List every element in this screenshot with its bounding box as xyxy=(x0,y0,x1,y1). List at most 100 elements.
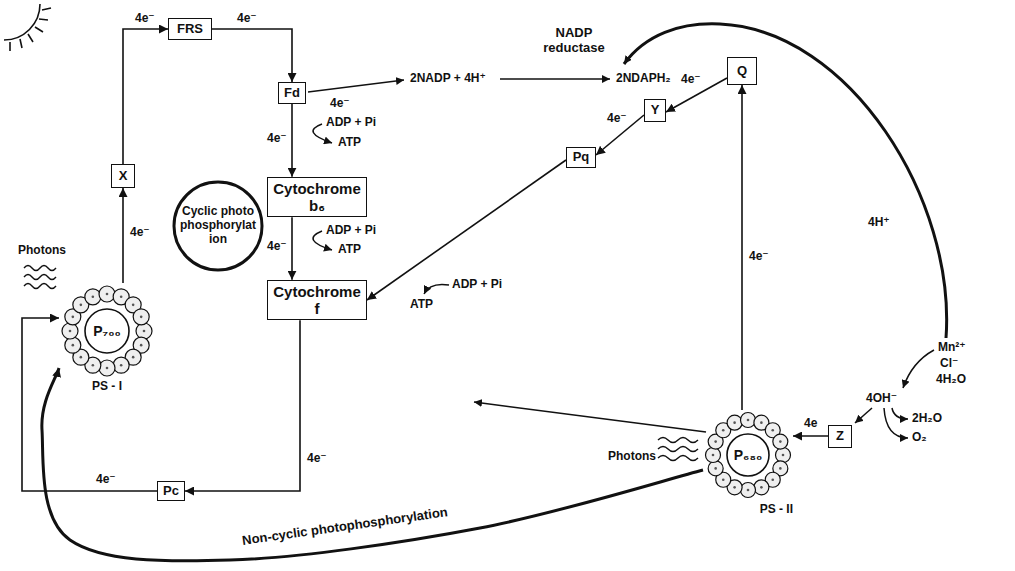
box-label: Y xyxy=(649,103,661,118)
box-label: Z xyxy=(833,429,847,444)
sun-arc xyxy=(4,4,40,40)
electron-flow-arrow xyxy=(123,29,168,164)
photosystem-circle: P₇₀₀ PS - I xyxy=(59,283,155,397)
pigment-bead xyxy=(776,448,791,463)
pigment-bead xyxy=(754,480,769,495)
carrier-box: Y xyxy=(644,99,666,122)
electron-label: 4e⁻ xyxy=(330,97,350,111)
pigment-dot xyxy=(120,296,123,299)
edge-label: 4e⁻ xyxy=(748,250,770,264)
photon-wave xyxy=(658,447,698,452)
electron-flow-arrow xyxy=(122,188,124,283)
ion-label: 4H⁺ xyxy=(868,216,890,230)
pigment-dot xyxy=(140,316,143,319)
pigment-dot xyxy=(106,367,109,370)
pigment-label: P₆₈₀ xyxy=(734,447,763,463)
edge-label: Non-cyclic photophosphorylation xyxy=(240,505,449,549)
photosystem-label: PS - I xyxy=(59,380,155,394)
product-arrow xyxy=(892,408,908,419)
pigment-dot xyxy=(722,429,725,432)
pigment-dot xyxy=(733,421,736,424)
pigment-dot xyxy=(72,316,75,319)
box-label: X xyxy=(116,169,130,184)
carrier-box: Q xyxy=(727,57,757,85)
reaction-arrow xyxy=(500,78,610,80)
pigment-dot xyxy=(132,304,135,307)
product-label: 2H₂O xyxy=(912,412,942,426)
reactant-label: ADP + Pi xyxy=(326,224,376,238)
cycle-ring xyxy=(174,182,262,270)
pigment-bead xyxy=(99,286,115,302)
pigment-dot xyxy=(760,486,763,489)
pigment-bead xyxy=(773,434,788,449)
cycle-circle: Cyclic photophosphorylation xyxy=(172,180,264,272)
ion-label: Cl⁻ xyxy=(940,357,958,371)
product-label: ATP xyxy=(338,136,361,150)
pigment-bead xyxy=(62,323,78,339)
enzyme-label: NADP reductase xyxy=(536,26,612,56)
carrier-box: FRS xyxy=(168,18,212,40)
cycle-label: Cyclic photophosphorylation xyxy=(180,205,256,246)
pigment-dot xyxy=(69,330,72,333)
pigment-dot xyxy=(747,419,750,422)
sun-icon xyxy=(4,4,51,51)
pigment-dot xyxy=(722,478,725,481)
pigment-bead xyxy=(133,309,149,325)
edge-label: 4e⁻ xyxy=(266,132,288,146)
atp-arrow xyxy=(424,284,449,294)
edge-label: 4e⁻ xyxy=(680,73,702,87)
edge-label: 4e⁻ xyxy=(129,226,151,240)
carrier-box: Pc xyxy=(157,481,185,502)
carrier-box: Fd xyxy=(278,82,306,104)
pigment-bead xyxy=(65,337,81,353)
product-label: 2NDAPH₂ xyxy=(616,72,671,86)
product-label: O₂ xyxy=(912,431,927,445)
reactant-label: ADP + Pi xyxy=(326,116,376,130)
photon-wave xyxy=(658,438,698,443)
edge-label: 4e xyxy=(803,417,818,431)
pigment-dot xyxy=(771,478,774,481)
ion-label: Mn²⁺ xyxy=(938,341,966,355)
pigment-dot xyxy=(712,454,715,457)
electron-flow-arrow xyxy=(291,104,293,177)
pigment-dot xyxy=(92,296,95,299)
flow-arrow xyxy=(474,402,706,432)
photon-wave xyxy=(24,266,56,271)
electron-arrow xyxy=(855,408,872,423)
box-label: Cytochrome f xyxy=(272,283,362,318)
pigment-bead xyxy=(706,448,721,463)
pigment-dot xyxy=(80,356,83,359)
box-label: Fd xyxy=(283,86,301,101)
pigment-dot xyxy=(782,454,785,457)
pigment-dot xyxy=(714,467,717,470)
pigment-dot xyxy=(747,489,750,492)
box-label: Pq xyxy=(571,150,591,165)
pigment-bead xyxy=(727,415,742,430)
edge-label: 4e⁻ xyxy=(95,473,117,487)
product-arrow xyxy=(884,408,908,438)
edge-label: 4e⁻ xyxy=(306,452,328,466)
pigment-dot xyxy=(714,440,717,443)
electron-flow-arrow xyxy=(42,368,703,561)
electron-flow-arrow xyxy=(212,29,292,82)
electron-flow-arrow xyxy=(741,85,743,410)
reactant-label: 2NADP + 4H⁺ xyxy=(410,72,486,86)
pigment-dot xyxy=(106,293,109,296)
light-label: Photons xyxy=(608,450,656,464)
reaction-centre xyxy=(727,434,769,476)
ion-arrow xyxy=(903,350,934,388)
pigment-label: P₇₀₀ xyxy=(93,323,121,339)
electron-flow-arrow xyxy=(291,217,293,279)
box-label: Q xyxy=(732,64,752,79)
ion-label: 4OH⁻ xyxy=(866,392,897,406)
photon-wave xyxy=(658,456,698,461)
reactant-label: 4H₂O xyxy=(936,373,966,387)
photon-wave xyxy=(24,275,56,280)
electron-flow-arrow xyxy=(185,320,300,491)
pigment-bead xyxy=(99,360,115,376)
pigment-dot xyxy=(140,344,143,347)
photosystem-label: PS - II xyxy=(703,503,793,517)
cytochrome-box: Cytochrome b₆ xyxy=(267,177,367,218)
